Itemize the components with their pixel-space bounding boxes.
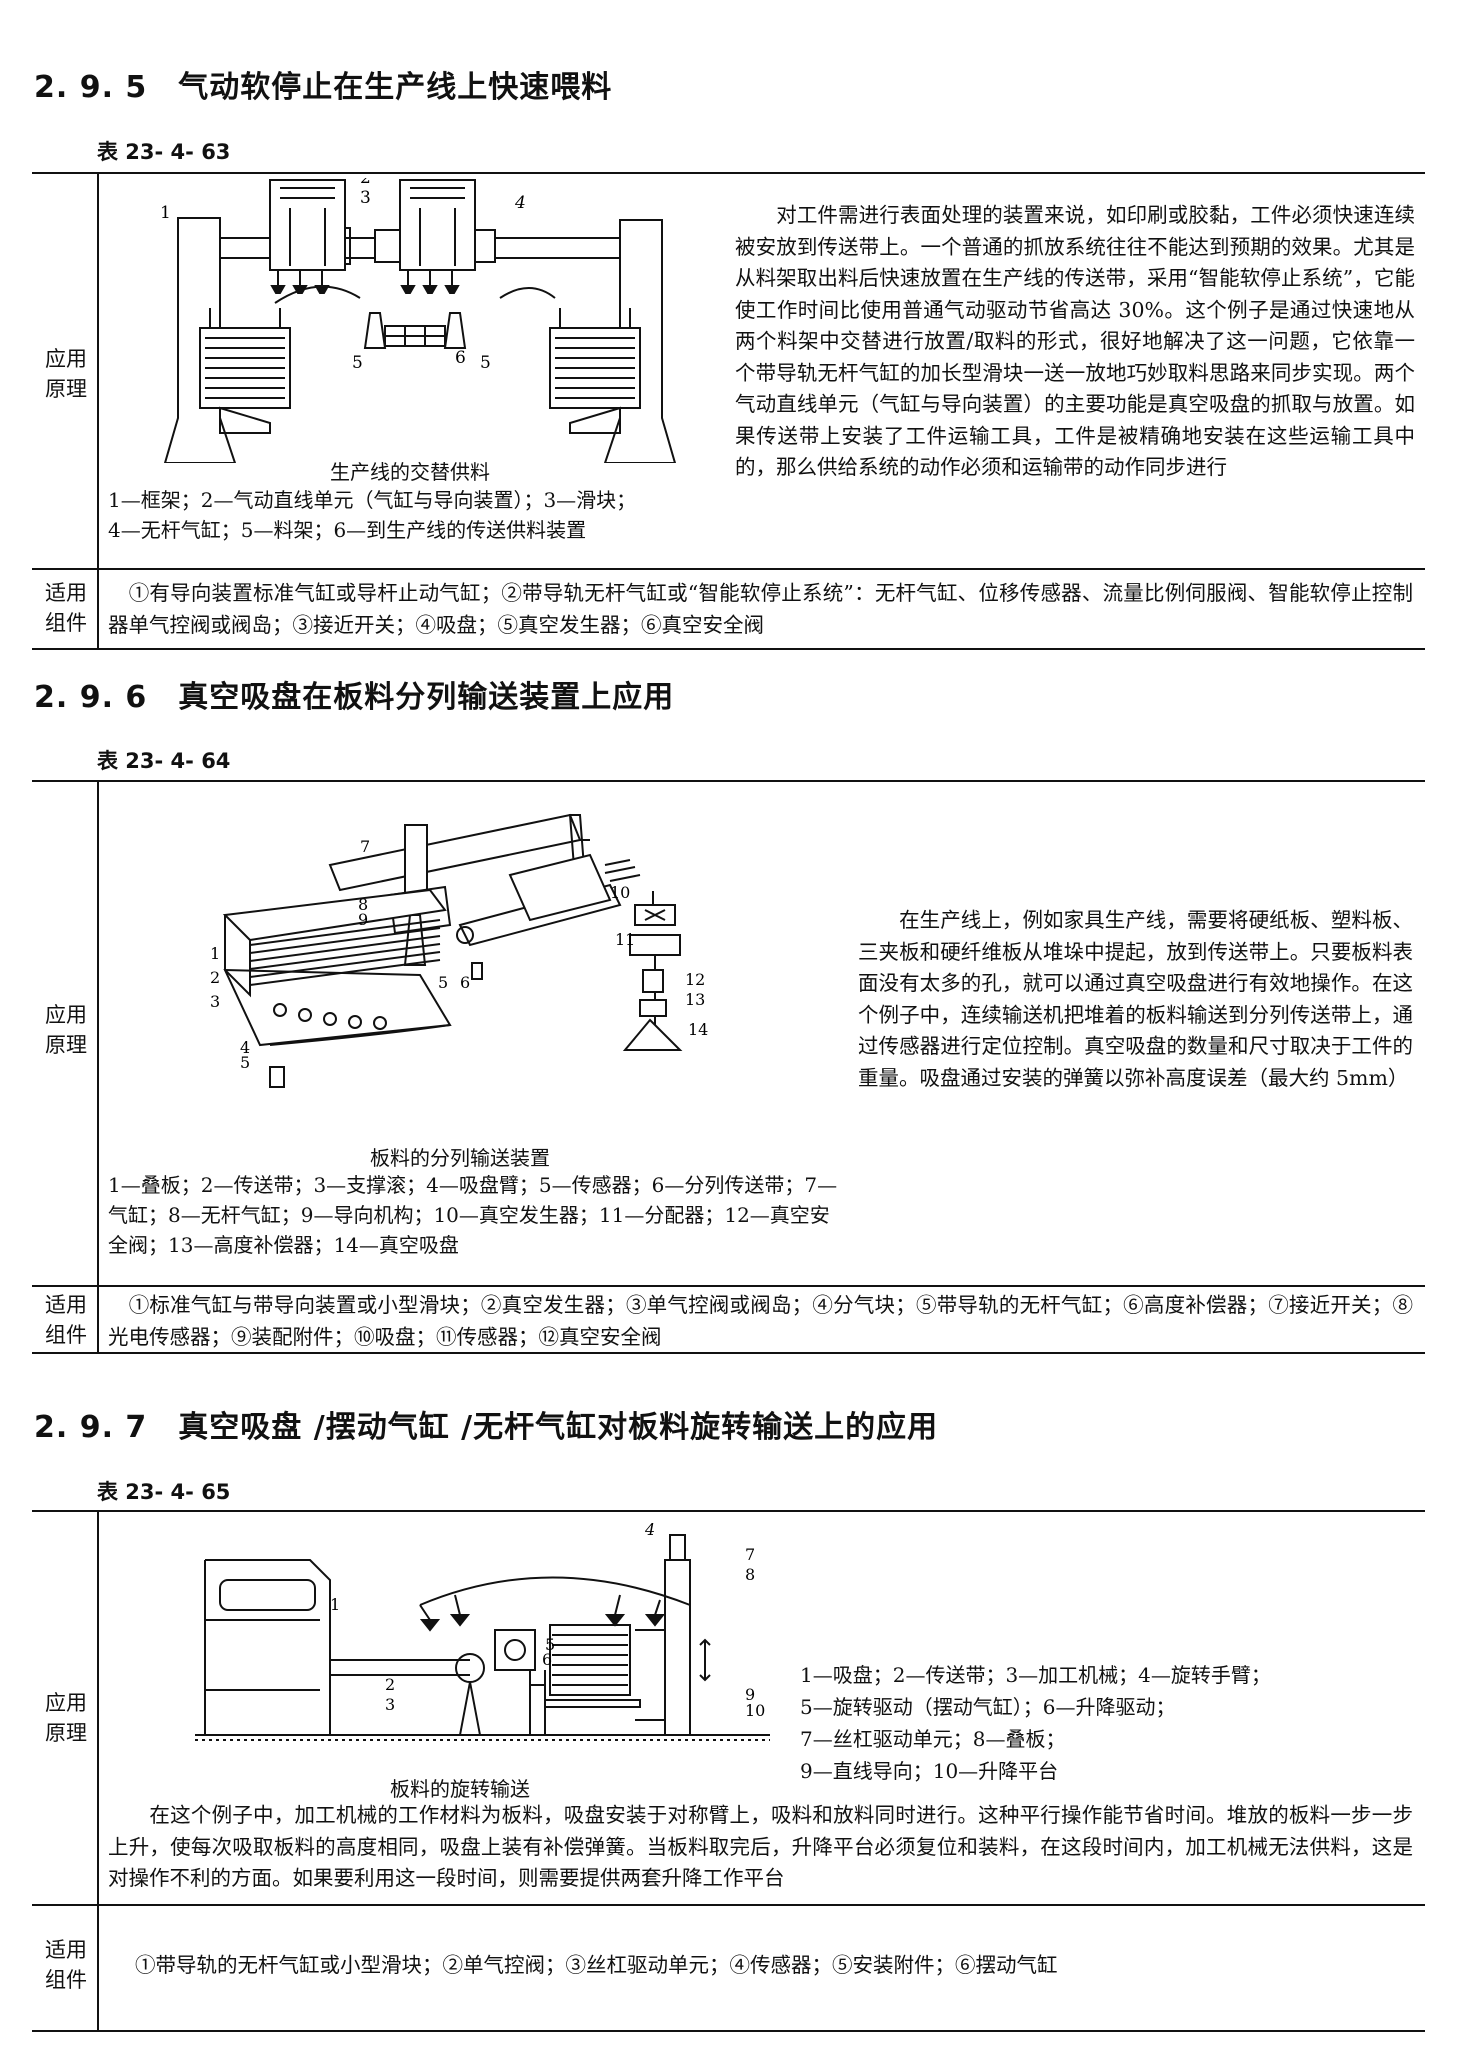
table-top-rule — [32, 1510, 1425, 1512]
fig3-callout-9: 9 — [745, 1685, 755, 1704]
fig3-callout-1: 1 — [330, 1595, 340, 1614]
table-bottom-rule — [32, 648, 1425, 650]
row-label-components: 适用 组件 — [45, 1293, 87, 1347]
figure-legend-line: 4—无杆气缸；5—料架；6—到生产线的传送供料装置 — [108, 518, 587, 542]
figure-legend-line: 1—吸盘；2—传送带；3—加工机械；4—旋转手臂； — [800, 1663, 1271, 1687]
alternating-feed-diagram: 1 2 3 4 5 6 5 — [160, 178, 677, 463]
fig1-callout-1: 1 — [160, 203, 171, 223]
row-label-principle: 应用 原理 — [45, 347, 87, 401]
fig3-callout-5: 5 — [545, 1635, 555, 1654]
table-column-divider — [97, 172, 99, 648]
fig3-callout-4: 4 — [644, 1520, 655, 1539]
components-text: ①标准气缸与带导向装置或小型滑块；②真空发生器；③单气控阀或阀岛；④分气块；⑤带… — [108, 1293, 1413, 1349]
table-column-divider — [97, 1510, 99, 2030]
section-title-2-9-7: 2. 9. 7 真空吸盘 /摆动气缸 /无杆气缸对板料旋转输送上的应用 — [34, 1410, 939, 1445]
principle-text: 在这个例子中，加工机械的工作材料为板料，吸盘安装于对称臂上，吸料和放料同时进行。… — [108, 1803, 1413, 1890]
fig2-callout-9: 9 — [358, 910, 368, 929]
sheet-split-conveyor-diagram: 7 8 9 1 2 3 4 5 5 6 10 11 12 13 14 — [210, 813, 708, 1088]
fig2-callout-8: 8 — [358, 895, 368, 914]
fig1-callout-6: 6 — [455, 348, 466, 368]
section-title-2-9-5: 2. 9. 5 气动软停止在生产线上快速喂料 — [34, 70, 613, 105]
table-row-divider — [32, 568, 1425, 570]
fig2-callout-5: 5 — [240, 1053, 250, 1072]
fig2-callout-11: 11 — [615, 930, 635, 949]
fig1-callout-4: 4 — [514, 193, 526, 213]
components-text: ①有导向装置标准气缸或导杆止动气缸；②带导轨无杆气缸或“智能软停止系统”：无杆气… — [108, 581, 1413, 637]
fig2-callout-12: 12 — [685, 970, 705, 989]
fig2-callout-2: 2 — [210, 968, 220, 987]
table-number-23-4-64: 表 23- 4- 64 — [97, 749, 231, 773]
components-text: ①带导轨的无杆气缸或小型滑块；②单气控阀；③丝杠驱动单元；④传感器；⑤安装附件；… — [135, 1953, 1058, 1977]
fig1-callout-5: 5 — [352, 353, 363, 373]
table-column-divider — [97, 780, 99, 1352]
row-label-components: 适用 组件 — [45, 1938, 87, 1992]
figure-title: 板料的分列输送装置 — [370, 1146, 550, 1170]
figure-legend-line: 5—旋转驱动（摆动气缸）；6—升降驱动； — [800, 1695, 1176, 1719]
fig2-callout-4: 4 — [240, 1038, 250, 1057]
figure-title: 生产线的交替供料 — [330, 460, 490, 484]
fig2-callout-10: 10 — [610, 883, 630, 902]
fig1-callout-5b: 5 — [480, 353, 491, 373]
table-row-divider — [32, 1285, 1425, 1287]
fig2-callout-7: 7 — [360, 837, 370, 856]
table-top-rule — [32, 172, 1425, 174]
table-number-23-4-63: 表 23- 4- 63 — [97, 140, 231, 164]
section-title-2-9-6: 2. 9. 6 真空吸盘在板料分列输送装置上应用 — [34, 680, 675, 715]
fig2-callout-6: 6 — [460, 973, 470, 992]
fig3-callout-10: 10 — [745, 1701, 765, 1720]
figure-legend-line: 1—框架；2—气动直线单元（气缸与导向装置）；3—滑块； — [108, 488, 637, 512]
fig1-callout-2: 2 — [360, 178, 371, 188]
fig2-callout-14: 14 — [688, 1020, 708, 1039]
table-bottom-rule — [32, 1352, 1425, 1354]
fig1-callout-3: 3 — [360, 188, 371, 208]
fig2-callout-5b: 5 — [438, 973, 448, 992]
figure-legend-line: 9—直线导向；10—升降平台 — [800, 1759, 1059, 1783]
table-row-divider — [32, 1904, 1425, 1906]
fig2-callout-13: 13 — [685, 990, 705, 1009]
fig3-callout-6: 6 — [542, 1650, 552, 1669]
sheet-rotation-conveyor-diagram: 1 2 3 4 5 6 7 8 9 10 — [195, 1520, 770, 1741]
fig3-callout-2: 2 — [385, 1675, 395, 1694]
figure-title: 板料的旋转输送 — [390, 1777, 530, 1801]
row-label-components: 适用 组件 — [45, 581, 87, 635]
table-bottom-rule — [32, 2030, 1425, 2032]
row-label-principle: 应用 原理 — [45, 1003, 87, 1057]
fig2-callout-3: 3 — [210, 992, 220, 1011]
fig2-callout-1: 1 — [210, 944, 220, 963]
row-label-principle: 应用 原理 — [45, 1691, 87, 1745]
figure-legend: 1—叠板；2—传送带；3—支撑滚；4—吸盘臂；5—传感器；6—分列传送带；7—气… — [108, 1173, 838, 1257]
table-top-rule — [32, 780, 1425, 782]
fig3-callout-7: 7 — [745, 1545, 755, 1564]
fig3-callout-3: 3 — [385, 1695, 395, 1714]
fig3-callout-8: 8 — [745, 1565, 755, 1584]
table-number-23-4-65: 表 23- 4- 65 — [97, 1480, 231, 1504]
figure-legend-line: 7—丝杠驱动单元；8—叠板； — [800, 1727, 1066, 1751]
principle-text: 对工件需进行表面处理的装置来说，如印刷或胶黏，工件必须快速连续被安放到传送带上。… — [735, 203, 1415, 479]
principle-text: 在生产线上，例如家具生产线，需要将硬纸板、塑料板、三夹板和硬纤维板从堆垛中提起，… — [858, 908, 1413, 1090]
